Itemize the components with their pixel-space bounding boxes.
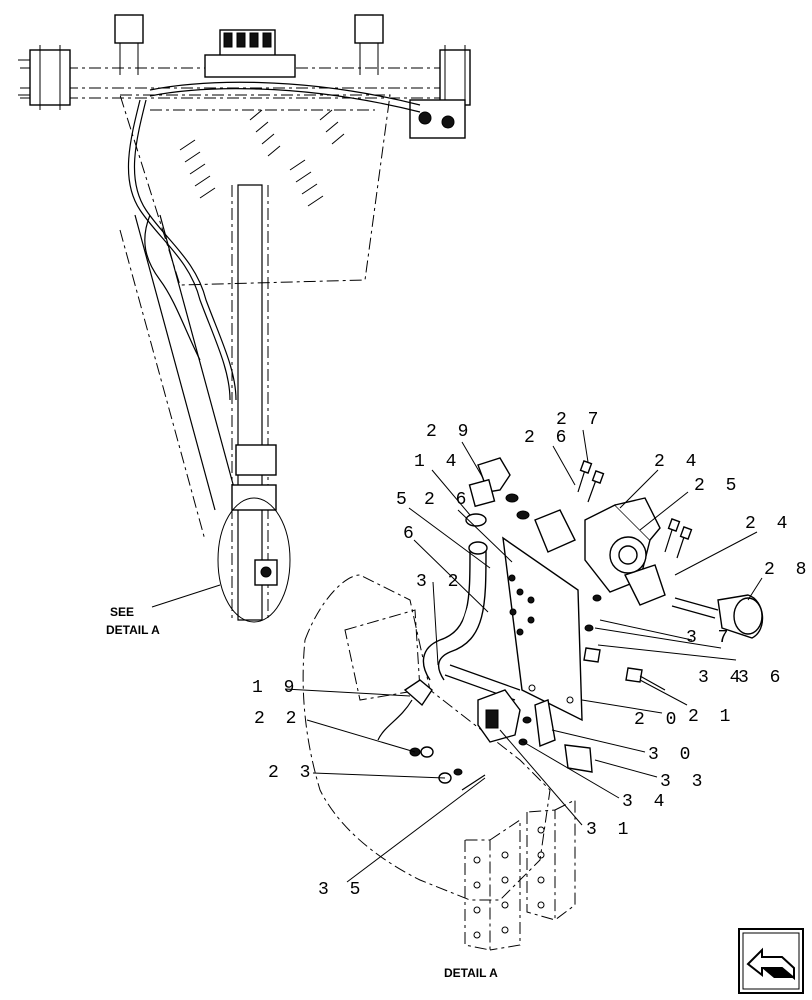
callout-14: 1 4 — [414, 452, 461, 472]
callout-5: 5 — [396, 490, 412, 510]
detail-caption: DETAIL A — [444, 966, 498, 980]
machine-frame-assembly — [18, 14, 471, 621]
detail-a-reference-circle — [217, 497, 291, 623]
callout-35: 3 5 — [318, 880, 365, 900]
callout-leaders — [284, 429, 763, 883]
callout-33: 3 3 — [660, 772, 707, 792]
callout-26: 2 6 — [524, 428, 571, 448]
callout-27: 2 7 — [556, 410, 603, 430]
callout-28: 2 8 — [764, 560, 811, 580]
callout-25: 2 5 — [694, 476, 741, 496]
callout-22: 2 2 — [254, 709, 301, 729]
callout-6: 6 — [403, 524, 419, 544]
callout-19: 1 9 — [252, 678, 299, 698]
see-detail-label-line1: SEE — [110, 605, 134, 619]
callout-31: 3 1 — [586, 820, 633, 840]
arrow-left-icon — [738, 928, 804, 994]
callout-36: 3 6 — [738, 668, 785, 688]
callout-labels: 2 7 2 9 2 6 2 4 1 4 2 5 5 2 6 2 4 6 2 8 … — [252, 410, 811, 900]
callout-29: 2 9 — [426, 422, 473, 442]
callout-24: 2 4 — [654, 452, 701, 472]
callout-21: 2 1 — [688, 707, 735, 727]
callout-30: 3 0 — [648, 745, 695, 765]
detail-a-assembly — [302, 457, 764, 951]
callout-20: 2 0 — [634, 710, 681, 730]
callout-26b: 2 6 — [424, 490, 471, 510]
callout-24b: 2 4 — [745, 514, 792, 534]
back-navigation-button[interactable] — [738, 928, 804, 994]
see-detail-label-line2: DETAIL A — [106, 623, 160, 637]
callout-34b: 3 4 — [622, 792, 669, 812]
callout-32: 3 2 — [416, 572, 463, 592]
callout-37: 3 7 — [686, 628, 733, 648]
callout-34: 3 4 — [698, 668, 745, 688]
callout-23: 2 3 — [268, 763, 315, 783]
